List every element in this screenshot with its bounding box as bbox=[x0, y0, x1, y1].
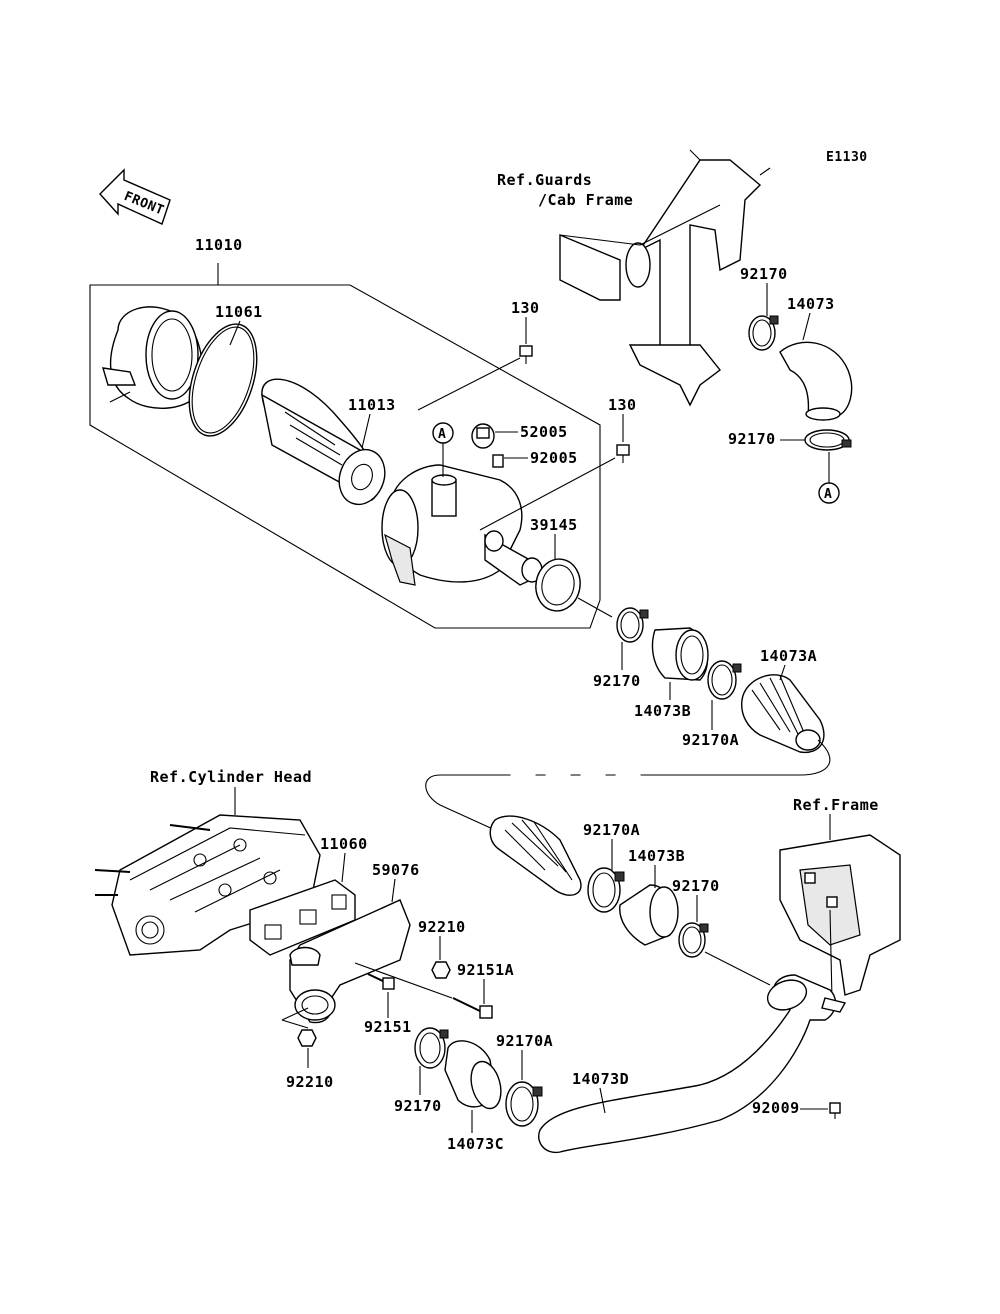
bolt-92009 bbox=[829, 1102, 841, 1119]
ref-frame-label: Ref.Frame bbox=[793, 796, 879, 814]
label-92170-bot: 92170 bbox=[394, 1097, 442, 1115]
label-92170A-mid: 92170A bbox=[682, 731, 739, 749]
ref-guards-label: Ref.Guards bbox=[497, 171, 592, 189]
bolt-92151A bbox=[452, 997, 493, 1019]
clamp-92170-low bbox=[678, 922, 709, 958]
clamp-92170-bot bbox=[414, 1027, 449, 1069]
hose-14073B-low bbox=[619, 884, 679, 946]
label-130-b: 130 bbox=[608, 396, 637, 414]
clamp-92170A-bot bbox=[505, 1081, 543, 1127]
front-arrow-icon: FRONT bbox=[99, 168, 171, 225]
clamp-92170-mid bbox=[616, 607, 649, 643]
label-92170A-low: 92170A bbox=[583, 821, 640, 839]
ring-39145 bbox=[535, 558, 581, 612]
hose-14073C bbox=[444, 1040, 502, 1110]
o-ring-11061 bbox=[188, 323, 258, 437]
label-92005: 92005 bbox=[530, 449, 578, 467]
label-92170-low: 92170 bbox=[672, 877, 720, 895]
hose-14073B-mid bbox=[651, 627, 709, 681]
label-52005: 52005 bbox=[520, 423, 568, 441]
nut-92210-b bbox=[297, 1029, 317, 1047]
bellows-14073A bbox=[741, 674, 825, 754]
label-92009: 92009 bbox=[752, 1099, 800, 1117]
valve-92005 bbox=[492, 454, 504, 468]
ref-cylinder-head-label: Ref.Cylinder Head bbox=[150, 768, 312, 786]
label-11010: 11010 bbox=[195, 236, 243, 254]
label-92210-b: 92210 bbox=[286, 1073, 334, 1091]
label-92151: 92151 bbox=[364, 1018, 412, 1036]
clamp-92170A-low bbox=[587, 867, 625, 913]
bolt-130-b bbox=[616, 444, 630, 463]
label-14073D: 14073D bbox=[572, 1070, 629, 1088]
air-cleaner-body bbox=[381, 464, 543, 586]
bolt-92151 bbox=[367, 973, 395, 990]
label-92151A: 92151A bbox=[457, 961, 514, 979]
label-14073C: 14073C bbox=[447, 1135, 504, 1153]
label-92170A-bot: 92170A bbox=[496, 1032, 553, 1050]
label-14073B-low: 14073B bbox=[628, 847, 685, 865]
label-92170-mid: 92170 bbox=[593, 672, 641, 690]
label-39145: 39145 bbox=[530, 516, 578, 534]
marker-a-right-label: A bbox=[824, 487, 832, 502]
label-92170-top: 92170 bbox=[740, 265, 788, 283]
label-11013: 11013 bbox=[348, 396, 396, 414]
label-14073: 14073 bbox=[787, 295, 835, 313]
label-59076: 59076 bbox=[372, 861, 420, 879]
clamp-92170A-mid bbox=[707, 660, 742, 700]
bolt-130-a bbox=[519, 345, 533, 364]
label-14073B-mid: 14073B bbox=[634, 702, 691, 720]
frame-bracket bbox=[779, 834, 901, 1001]
air-filter-element-11013 bbox=[261, 378, 386, 506]
elbow-hose-14073 bbox=[779, 341, 853, 421]
label-14073A: 14073A bbox=[760, 647, 817, 665]
bellows-14073A-low bbox=[489, 815, 582, 896]
exhaust-pipe-14073D bbox=[538, 974, 847, 1154]
label-92210-a: 92210 bbox=[418, 918, 466, 936]
cap-52005 bbox=[471, 423, 495, 449]
label-92170-top2: 92170 bbox=[728, 430, 776, 448]
marker-a-left-label: A bbox=[438, 427, 446, 442]
clamp-92170-top2 bbox=[804, 429, 852, 451]
label-11061: 11061 bbox=[215, 303, 263, 321]
cab-frame-bracket bbox=[559, 149, 771, 407]
air-cleaner-outline bbox=[89, 263, 601, 629]
air-cleaner-cap-11061-housing bbox=[102, 306, 203, 409]
diagram-code: E1130 bbox=[826, 150, 868, 165]
ref-cab-frame-label: /Cab Frame bbox=[538, 191, 633, 209]
nut-92210-a bbox=[431, 961, 451, 979]
label-130-a: 130 bbox=[511, 299, 540, 317]
clamp-92170-top bbox=[748, 315, 779, 351]
label-11060: 11060 bbox=[320, 835, 368, 853]
exhaust-manifold-59076 bbox=[289, 899, 411, 1024]
